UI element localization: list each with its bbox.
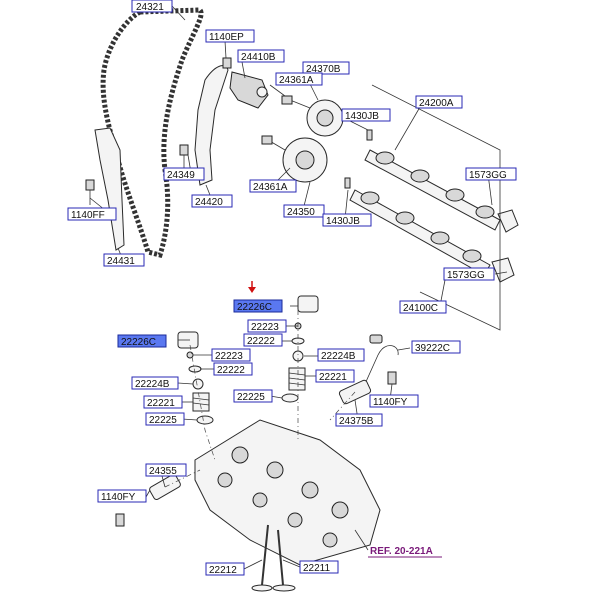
label-22225-mid[interactable]: 22225 (233, 389, 273, 403)
dowel-pin-lower (344, 177, 351, 189)
valve-spring-top (288, 367, 306, 391)
svg-text:22221: 22221 (147, 398, 175, 409)
cam-sprocket-upper (281, 95, 344, 137)
spring-seat-top (281, 393, 299, 403)
svg-text:22226C: 22226C (237, 302, 272, 313)
label-22221-left[interactable]: 22221 (143, 395, 183, 409)
svg-text:22222: 22222 (217, 365, 245, 376)
svg-text:1140FY: 1140FY (373, 397, 408, 408)
svg-text:1140EP: 1140EP (209, 32, 244, 43)
camshaft-lower (349, 189, 515, 283)
valve-stem-seal-left (192, 378, 204, 390)
label-1573GG-bot[interactable]: 1573GG (443, 267, 495, 281)
svg-text:24321: 24321 (136, 2, 164, 13)
svg-text:24361A: 24361A (279, 75, 314, 86)
bolt-1140EP (222, 57, 232, 69)
svg-text:REF. 20-221A: REF. 20-221A (370, 546, 433, 557)
tappet-top (297, 295, 319, 313)
camshaft-upper (364, 149, 519, 233)
label-22224B-right[interactable]: 22224B (317, 348, 365, 362)
label-24350[interactable]: 24350 (283, 204, 325, 218)
label-22224B-left[interactable]: 22224B (131, 376, 179, 390)
svg-text:22225: 22225 (237, 392, 265, 403)
exhaust-valve (251, 524, 273, 592)
label-1430JB-mid[interactable]: 1430JB (322, 213, 372, 227)
intake-valve (272, 529, 296, 592)
label-24361A-top[interactable]: 24361A (275, 72, 323, 86)
label-24431[interactable]: 24431 (103, 253, 145, 267)
cam-sprocket-lower (261, 135, 328, 183)
label-22221-right[interactable]: 22221 (315, 369, 355, 383)
label-1140FY-left[interactable]: 1140FY (97, 489, 147, 503)
label-39222C[interactable]: 39222C (411, 340, 461, 354)
timing-chain (100, 7, 204, 258)
svg-text:22226C: 22226C (121, 337, 156, 348)
label-1140FF[interactable]: 1140FF (67, 207, 117, 221)
svg-text:24420: 24420 (195, 197, 223, 208)
cylinder-head (194, 419, 381, 566)
svg-text:24355: 24355 (149, 466, 177, 477)
svg-text:24375B: 24375B (339, 416, 374, 427)
svg-text:22223: 22223 (215, 351, 243, 362)
svg-text:22224B: 22224B (135, 379, 170, 390)
label-22222-left[interactable]: 22222 (213, 362, 253, 376)
label-24420[interactable]: 24420 (191, 194, 233, 208)
svg-text:22212: 22212 (209, 565, 237, 576)
bolt-1140FF (85, 179, 95, 205)
svg-text:1573GG: 1573GG (469, 170, 507, 181)
label-24410B[interactable]: 24410B (237, 49, 285, 63)
svg-text:24431: 24431 (107, 256, 135, 267)
label-ref-20-221A[interactable]: REF. 20-221A (368, 546, 442, 558)
svg-text:22211: 22211 (303, 563, 331, 574)
spring-seat-left (196, 415, 214, 425)
label-1140FY-right[interactable]: 1140FY (369, 394, 419, 408)
svg-text:22221: 22221 (319, 372, 347, 383)
label-24100C[interactable]: 24100C (399, 300, 447, 314)
chain-guide-left (94, 127, 125, 251)
label-24349[interactable]: 24349 (163, 167, 205, 181)
label-24200A[interactable]: 24200A (415, 95, 463, 109)
svg-text:22223: 22223 (251, 322, 279, 333)
label-22222-top[interactable]: 22222 (243, 333, 283, 347)
label-22212[interactable]: 22212 (205, 562, 245, 576)
svg-text:22224B: 22224B (321, 351, 356, 362)
label-24361A-mid[interactable]: 24361A (249, 179, 297, 193)
label-22225-left[interactable]: 22225 (145, 412, 185, 426)
svg-text:1430JB: 1430JB (345, 111, 379, 122)
label-22223-top[interactable]: 22223 (247, 319, 287, 333)
label-24375B[interactable]: 24375B (335, 413, 383, 427)
svg-text:1140FY: 1140FY (101, 492, 136, 503)
svg-text:24361A: 24361A (253, 182, 288, 193)
label-24355[interactable]: 24355 (145, 463, 187, 477)
dowel-pin-upper (366, 129, 373, 141)
svg-text:22222: 22222 (247, 336, 275, 347)
chain-tensioner (229, 71, 269, 109)
label-1140EP[interactable]: 1140EP (205, 29, 255, 43)
svg-text:24200A: 24200A (419, 98, 454, 109)
label-1430JB-top[interactable]: 1430JB (341, 108, 391, 122)
chain-tensioner-arm (194, 65, 229, 186)
cam-position-sensor (359, 334, 399, 396)
label-22223-left[interactable]: 22223 (211, 348, 251, 362)
svg-text:39222C: 39222C (415, 343, 450, 354)
label-1573GG-top[interactable]: 1573GG (465, 167, 517, 181)
label-24370B[interactable]: 24370B (302, 61, 350, 75)
label-22211[interactable]: 22211 (299, 560, 339, 574)
svg-text:24410B: 24410B (241, 52, 276, 63)
label-22226C-left[interactable]: 22226C (117, 334, 167, 348)
svg-text:22225: 22225 (149, 415, 177, 426)
label-24321[interactable]: 24321 (131, 0, 173, 13)
svg-text:24349: 24349 (167, 170, 195, 181)
svg-text:1140FF: 1140FF (71, 210, 105, 221)
svg-text:1430JB: 1430JB (326, 216, 360, 227)
svg-text:24100C: 24100C (403, 303, 438, 314)
svg-text:24350: 24350 (287, 207, 315, 218)
label-22226C-top[interactable]: 22226C (233, 299, 283, 313)
svg-text:1573GG: 1573GG (447, 270, 485, 281)
bolt-24349 (179, 144, 189, 168)
retainer-left (188, 365, 202, 373)
highlight-arrow-icon (248, 281, 256, 293)
svg-text:24370B: 24370B (306, 64, 341, 75)
